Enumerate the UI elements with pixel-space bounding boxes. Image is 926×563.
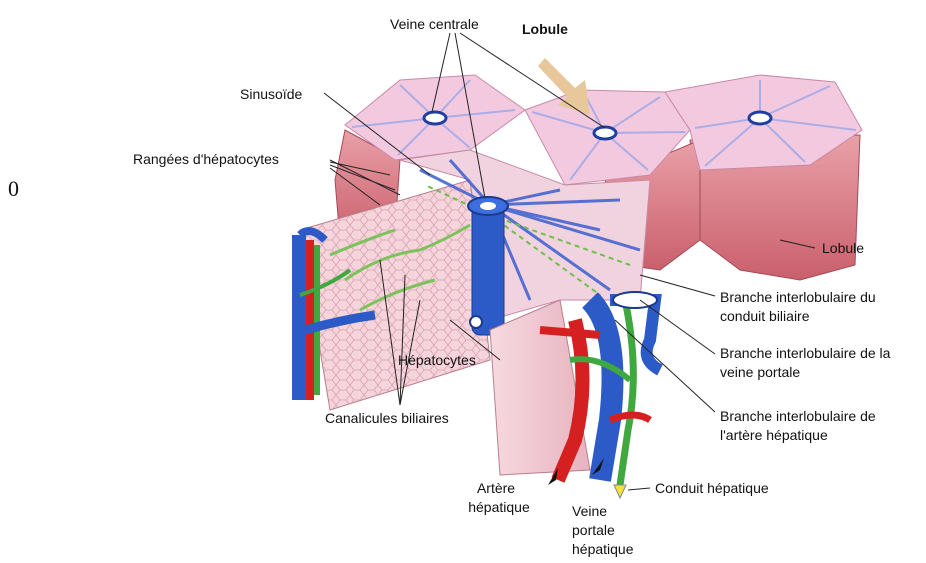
- label-branche-arteriel-line1: Branche interlobulaire de: [720, 408, 876, 425]
- central-vein-column: [468, 197, 508, 335]
- label-rangees-hepatocytes: Rangées d'hépatocytes: [133, 151, 279, 168]
- label-artere-line2: hépatique: [464, 499, 534, 516]
- label-artere-line1: Artère: [466, 480, 526, 497]
- label-lobule-right: Lobule: [822, 240, 864, 257]
- label-branche-biliaire-line1: Branche interlobulaire du: [720, 289, 876, 306]
- label-branche-arteriel-line2: l'artère hépatique: [720, 427, 828, 444]
- label-branche-portale-line1: Branche interlobulaire de la: [720, 345, 890, 362]
- label-lobule-top: Lobule: [522, 21, 568, 38]
- label-sinusoide: Sinusoïde: [240, 86, 302, 103]
- label-veine-portale-line1: Veine: [572, 503, 607, 520]
- label-conduit-hepatique: Conduit hépatique: [655, 480, 769, 497]
- label-branche-biliaire-line2: conduit biliaire: [720, 308, 810, 325]
- label-canalicules-biliaires: Canalicules biliaires: [325, 410, 449, 427]
- label-veine-portale-line2: portale: [572, 522, 615, 539]
- label-hepatocytes: Hépatocytes: [398, 352, 476, 369]
- label-veine-portale-line3: hépatique: [572, 541, 634, 558]
- label-branche-portale-line2: veine portale: [720, 364, 800, 381]
- hepatocyte-plate: [300, 180, 490, 410]
- label-veine-centrale: Veine centrale: [390, 16, 479, 33]
